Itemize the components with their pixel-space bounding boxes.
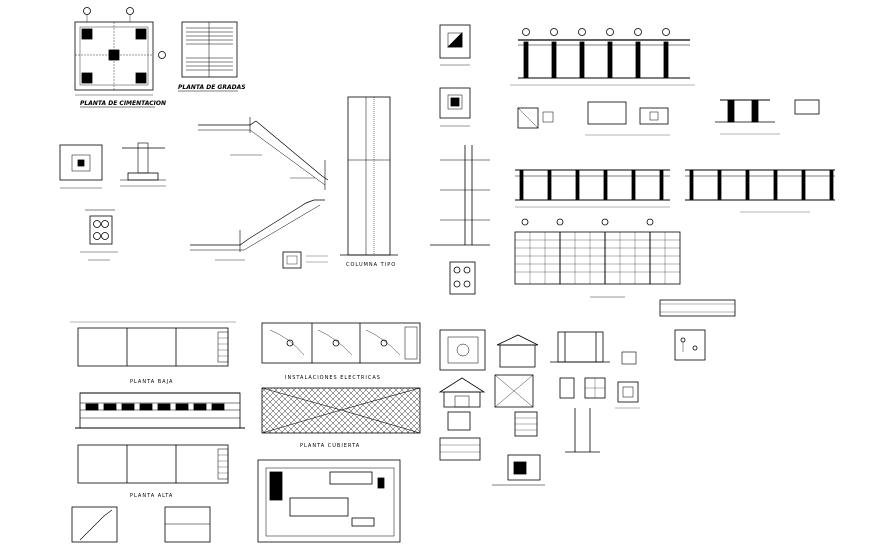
stair-detail-box [282,251,328,269]
foundation-plan [74,7,166,96]
beam-details-row [517,99,820,136]
anchor-detail [615,351,640,409]
kiosk-elevation [496,334,539,368]
frame-elevation-right [685,169,835,213]
connection-detail-1 [559,377,606,399]
kiosk-detail-3 [439,411,481,461]
column-elevation-2 [430,145,490,246]
stair-plan [181,21,238,78]
stair-section-upper [198,117,329,190]
ground-floor-plan [70,321,236,367]
frame-elevation-top [510,28,695,86]
site-plan [257,459,401,543]
column-detail-tall [565,408,600,453]
electrical-plan [261,322,421,364]
upper-floor-plan [77,444,229,484]
kiosk-plan [439,329,486,371]
foundation-plan-title: PLANTA DE CIMENTACION [80,100,166,107]
column-base-detail [449,261,476,295]
roof-plan-title: PLANTA CUBIERTA [300,443,360,449]
ground-floor-title: PLANTA BAJA [130,379,173,385]
column-section-detail-2 [439,87,471,127]
symbol-legend [674,329,706,361]
column-section-detail-1 [439,24,471,66]
beam-detail [80,209,118,261]
tank-detail [492,411,545,486]
stair-plan-title: PLANTA DE GRADAS [178,84,246,91]
slab-reinforcement-plan [514,218,681,298]
upper-floor-title: PLANTA ALTA [130,493,173,499]
beam-section-right [659,299,736,317]
column-elevation [340,96,398,256]
footing-detail [59,144,103,189]
stair-section-small-1 [71,506,118,543]
frame-elevation-middle [515,169,670,208]
kiosk-detail-2 [494,374,534,408]
footing-section [120,142,166,187]
column-tipo-title: COLUMNA TIPO [346,262,396,268]
front-elevation [75,392,245,429]
electrical-plan-title: INSTALACIONES ELECTRICAS [285,375,381,381]
kiosk-section [438,377,486,408]
frame-detail-small [550,331,610,363]
stair-section-lower [190,199,325,261]
roof-plan [261,387,421,434]
stair-section-small-2 [164,506,211,543]
